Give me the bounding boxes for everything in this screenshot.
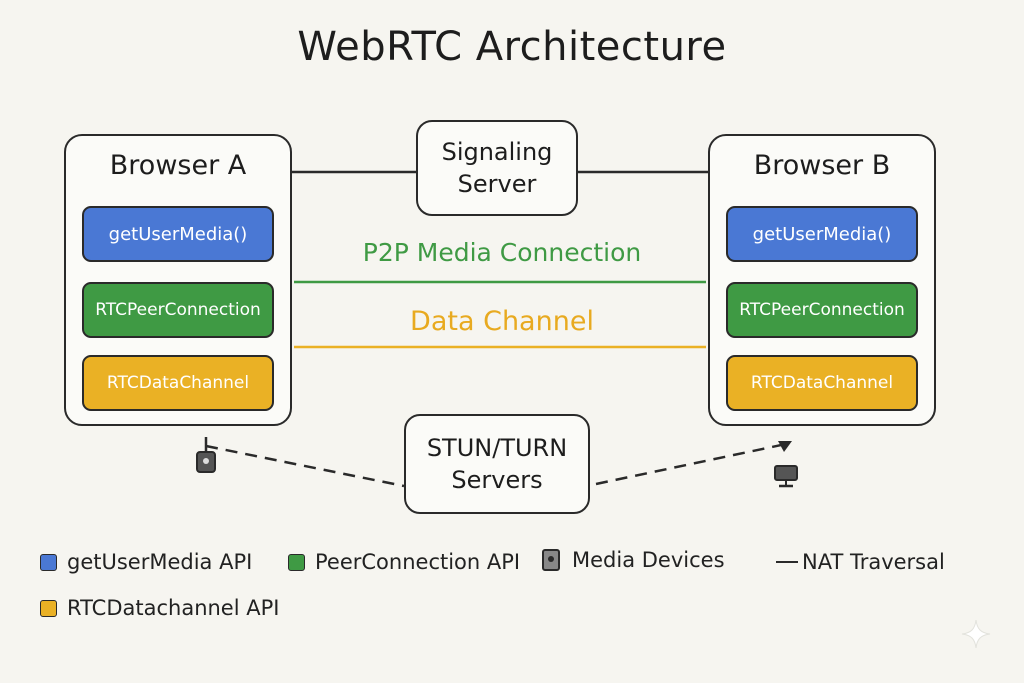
media-device-icon	[542, 549, 560, 571]
data-channel-block: RTCDataChannel	[82, 355, 274, 411]
arrowhead-icon	[778, 441, 792, 452]
legend-label: RTCDatachannel API	[67, 596, 280, 620]
peer-connection-block: RTCPeerConnection	[82, 282, 274, 338]
legend-swatch	[40, 553, 57, 571]
legend-label: NAT Traversal	[802, 550, 945, 574]
sparkle-icon	[961, 619, 991, 649]
legend-item-get-user-media: getUserMedia API	[40, 550, 252, 574]
legend-label: PeerConnection API	[315, 550, 521, 574]
legend-label: getUserMedia API	[67, 550, 253, 574]
legend-label: Media Devices	[572, 548, 725, 572]
get-user-media-block: getUserMedia()	[726, 206, 918, 262]
browser-a: Browser A getUserMedia() RTCPeerConnecti…	[64, 134, 292, 426]
dash-line-icon	[776, 561, 798, 563]
nat-traversal-line-left	[205, 444, 405, 488]
legend-item-data-channel: RTCDatachannel API	[40, 596, 279, 620]
data-channel-block: RTCDataChannel	[726, 355, 918, 411]
signaling-server: Signaling Server	[416, 120, 578, 216]
legend-item-media-devices: Media Devices	[542, 548, 725, 572]
browser-title: Browser A	[109, 150, 247, 181]
legend-item-peer-connection: PeerConnection API	[288, 550, 520, 574]
signaling-server-line2: Server	[457, 170, 537, 198]
stun-turn-servers: STUN/TURN Servers	[404, 414, 590, 514]
stun-turn-line1: STUN/TURN	[426, 434, 568, 462]
data-channel-label: Data Channel	[410, 306, 594, 337]
stun-turn-line2: Servers	[451, 466, 543, 494]
browser-title: Browser B	[753, 150, 891, 181]
legend-item-nat-traversal: NAT Traversal	[776, 550, 945, 574]
signaling-server-line1: Signaling	[441, 138, 553, 166]
nat-traversal-line-right	[595, 442, 787, 486]
legend-swatch	[288, 553, 305, 571]
page-title: WebRTC Architecture	[297, 24, 727, 70]
webcam-icon	[196, 437, 216, 473]
peer-connection-block: RTCPeerConnection	[726, 282, 918, 338]
monitor-icon	[774, 465, 798, 488]
browser-b: Browser B getUserMedia() RTCPeerConnecti…	[708, 134, 936, 426]
p2p-media-label: P2P Media Connection	[362, 238, 642, 267]
legend-swatch	[40, 599, 57, 617]
get-user-media-block: getUserMedia()	[82, 206, 274, 262]
